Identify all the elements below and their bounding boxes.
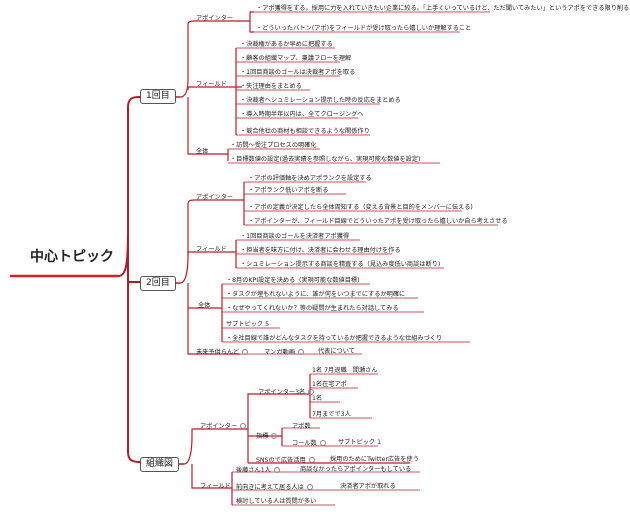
n3-field-item[interactable]: 商談なかったらアポインターもしている	[300, 466, 412, 473]
n2-appointer-item[interactable]: ・アポランク低いアポを断る	[248, 187, 329, 194]
n1-appointer-label[interactable]: アポインター	[196, 15, 234, 22]
n3-sns-item[interactable]: 採用のためにTwitter広告を使う	[330, 456, 419, 463]
n1-field-label[interactable]: フィールド	[196, 81, 227, 88]
n1-field-item[interactable]: ・失注理由をまとめる	[240, 83, 302, 90]
n3-field-item[interactable]: 前向きに考えて居る人は	[236, 484, 313, 491]
n3-group1-item[interactable]: 1名	[312, 395, 323, 402]
n3-guide-item[interactable]: コール数	[292, 440, 326, 447]
n3-group1-label[interactable]: アポインター3名	[258, 389, 315, 396]
n2-all-label[interactable]: 全体	[198, 302, 211, 309]
n2-field-item[interactable]: ・担当者を味方に付け、決済者に会わせる理由付けを作る	[240, 247, 401, 254]
n1-appointer-item[interactable]: ・アポ獲得をする。採用に力を入れていきたい企業に絞る。「上手くいっているけど、た…	[256, 5, 630, 12]
n2-appointer-item[interactable]: ・アポの定義が決定したら全体周知する（変える背景と目的をメンバーに伝える)	[248, 204, 473, 211]
n2-future-label[interactable]: 未来予供らんど	[196, 349, 249, 356]
n1-field-item[interactable]: ・顧客の組織マップ、稟議フローを理解	[240, 55, 352, 62]
n1-all-item[interactable]: ・訪問～受注プロセスの明確化	[230, 142, 317, 149]
n1-field-item[interactable]: ・競合他社の商材も相談できるような関係作り	[240, 128, 370, 135]
n1-field-item[interactable]: ・導入時期半年以内は、全てクロージングへ	[240, 111, 364, 118]
n3-guide-label[interactable]: 指標	[256, 433, 278, 440]
n3-field-item[interactable]: 後藤さん1人	[236, 467, 280, 474]
n2-all-item[interactable]: サブトピック 5	[226, 321, 270, 328]
n1-all-label[interactable]: 全体	[196, 148, 209, 155]
n2-all-item[interactable]: ・8月のKPI設定を決める（実現可能な数値目標)	[226, 277, 360, 284]
n3-group1-item[interactable]: 1名 7月退職 間瀬さん	[312, 367, 378, 374]
n2-future-item[interactable]: 代表について	[318, 348, 355, 355]
n1-field-item[interactable]: ・決裁者へシュミレーション提示した時の反応をまとめる	[240, 97, 401, 104]
n3-field-label[interactable]: フィールド	[200, 483, 231, 490]
n2-field-label[interactable]: フィールド	[196, 246, 227, 253]
n2-future-item[interactable]: マンガ動画	[264, 349, 304, 356]
n3-appointer-label[interactable]: アポインター	[200, 423, 247, 430]
n2-all-item[interactable]: ・タスクが埋もれないように、誰が何をいつまでにするか明確に	[226, 291, 406, 298]
n1-field-item[interactable]: ・1回目商談のゴールは決裁者アポを取る	[240, 69, 356, 76]
n3-sns-label[interactable]: SNSので広告活用	[256, 457, 315, 464]
n2-appointer-label[interactable]: アポインター	[196, 194, 234, 201]
n3-field-item[interactable]: 決済者アポが取れる	[340, 483, 396, 490]
n2-appointer-item[interactable]: ・アポの評価軸を決めアポランクを設定する	[248, 175, 372, 182]
n1-all-item[interactable]: ・目標数値の設定(過去実績を参照しながら、実現可能な数値を設定)	[230, 156, 421, 163]
n1-field-item[interactable]: ・決裁権があるか早めに把握する	[240, 41, 333, 48]
n2-appointer-item[interactable]: ・アポインターが、フィールド目線でどういったアポを受け取ったら嬉しいか自ら考えさ…	[248, 218, 508, 225]
main-topic-1[interactable]: 1回目	[140, 89, 176, 104]
n2-field-item[interactable]: ・1回目商談のゴールを決済者アポ獲得	[240, 233, 350, 240]
main-topic-2[interactable]: 2回目	[140, 276, 176, 291]
n3-guide-item[interactable]: サブトピック 1	[338, 439, 382, 446]
n2-all-item[interactable]: ・全社目線で誰がどんなタスクを持っているか把握できるような仕組みづくり	[226, 335, 443, 342]
central-topic[interactable]: 中心トピック	[30, 249, 114, 265]
n3-guide-item[interactable]: アポ数	[292, 423, 311, 430]
n2-field-item[interactable]: ・シュミレーション提示する商談を精査する（見込み度低い商談は断り)	[240, 261, 441, 268]
n1-appointer-item[interactable]: ・どういったバトン(アポ)をフィールドが受け取ったら嬉しいか理解すること	[256, 25, 472, 32]
n3-group1-item[interactable]: 1名在宅アポ	[312, 381, 347, 388]
n3-group1-item[interactable]: 7月までで3人	[312, 411, 351, 418]
n2-all-item[interactable]: ・なぜやってくれないか？等の疑問が生まれたら対話してみる	[226, 305, 399, 312]
main-topic-3[interactable]: 組織図	[140, 457, 180, 472]
n3-field-item[interactable]: 検討している人は質問が多い	[236, 498, 317, 505]
